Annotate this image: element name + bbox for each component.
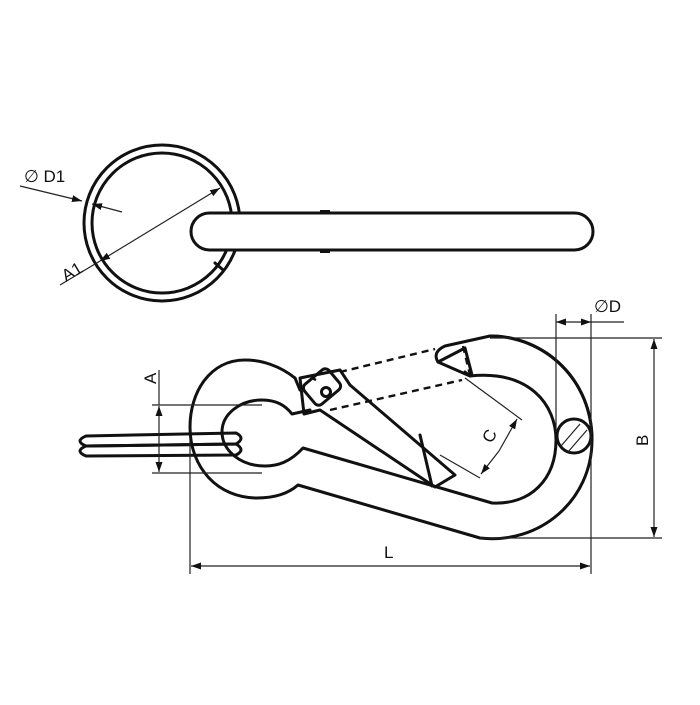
dimension-d-label: ∅D — [594, 297, 621, 316]
dimension-a1-label: A1 — [58, 258, 86, 285]
pin-section — [555, 417, 593, 455]
dimension-c: C — [439, 377, 523, 479]
dimension-d: ∅D — [555, 297, 624, 574]
side-view: A C ∅D B — [78, 297, 662, 574]
top-view: ∅ D1 A1 — [19, 143, 595, 303]
dimension-l: L — [191, 543, 590, 570]
dimension-a: A — [141, 370, 262, 474]
dimension-b: B — [480, 337, 662, 539]
carabiner-body — [188, 334, 594, 541]
dimension-c-label: C — [479, 426, 501, 445]
dimension-b-label: B — [633, 435, 652, 446]
key-ring-side — [78, 431, 243, 574]
dimension-l-label: L — [384, 543, 393, 562]
dimension-d1-label: ∅ D1 — [24, 167, 65, 186]
dimension-d1: ∅ D1 — [19, 167, 123, 213]
rod-top — [189, 210, 595, 253]
carabiner-gate — [298, 347, 463, 489]
dimension-a-label: A — [141, 372, 160, 384]
